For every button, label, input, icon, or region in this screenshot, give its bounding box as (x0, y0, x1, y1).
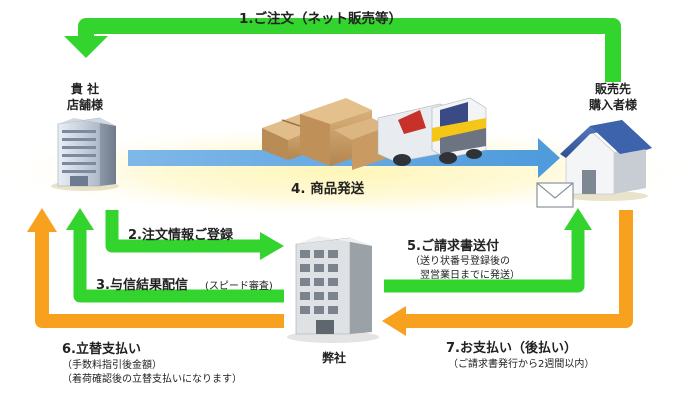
step3-label: 3.与信結果配信 (96, 278, 188, 293)
step3-note: (スピード審査) (205, 281, 273, 292)
merchant-building-icon (51, 117, 119, 191)
step5-note-line1: （送り状番号登録後の (410, 256, 510, 267)
step6-note-line1: （手数料指引後金額） (62, 360, 162, 371)
company-building-icon (287, 236, 379, 343)
arrow-step6-payout (35, 230, 284, 328)
arrow-step3-head (66, 208, 94, 230)
step4-label: 4. 商品発送 (291, 181, 365, 197)
buyer-label-line2: 購入者様 (588, 98, 637, 112)
arrow-step3-credit (73, 228, 284, 303)
buyer-label-line1: 販売先 (594, 82, 631, 96)
step6-label: 6.立替支払い (62, 342, 141, 357)
glow-band (0, 124, 690, 220)
step5-note-line2: 翌営業日までに発送） (420, 270, 520, 281)
step1-label: 1.ご注文（ネット販売等） (239, 11, 403, 27)
arrow-step1-head (64, 36, 108, 58)
arrow-step2-head (260, 232, 284, 260)
company-label: 弊社 (321, 351, 346, 365)
arrow-step2-register (105, 210, 262, 253)
truck-icon (377, 97, 487, 166)
step5-label: 5.ご請求書送付 (407, 239, 499, 254)
step7-note: （ご請求書発行から2週間以内） (448, 359, 595, 370)
merchant-label-line1: 貴 社 (70, 82, 100, 96)
arrow-step7-head (382, 306, 406, 336)
merchant-label-line2: 店舗様 (66, 98, 103, 112)
step2-label: 2.注文情報ご登録 (128, 228, 233, 243)
step7-label: 7.お支払い（後払い） (446, 341, 577, 356)
arrow-step4-head (538, 138, 560, 178)
arrow-step1-order (78, 18, 621, 82)
buyer-house-icon (560, 120, 652, 201)
arrow-step5-invoice (384, 228, 585, 293)
arrow-step7-payment (404, 210, 633, 328)
envelope-icon (536, 182, 574, 208)
arrow-step6-head (27, 208, 57, 232)
step6-note-line2: （着荷確認後の立替支払いになります） (62, 374, 242, 385)
arrow-step5-head (564, 208, 592, 230)
